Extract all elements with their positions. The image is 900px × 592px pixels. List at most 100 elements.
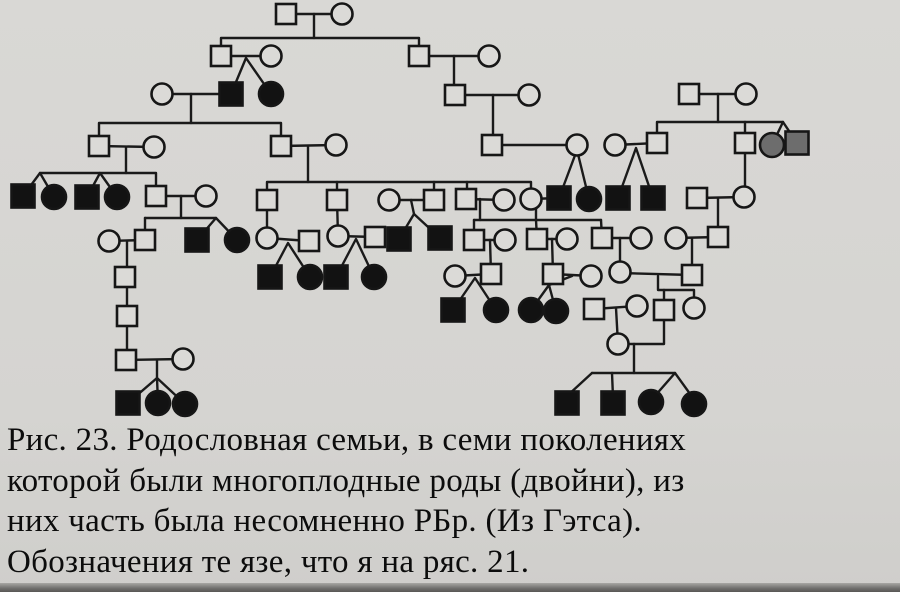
pedigree-member-female-affected [223,226,251,254]
pedigree-member-female [443,264,467,288]
pedigree-member-male-affected [10,183,36,209]
pedigree-relation-line [409,198,416,216]
caption-line-2: которой были многоплодные роды (двойни),… [7,462,685,499]
pedigree-member-female [477,44,501,68]
pedigree-member-male [443,83,467,107]
pedigree-member-male [677,82,701,106]
pedigree-member-male-affected [74,184,100,210]
pedigree-member-male [87,134,111,158]
pedigree-member-male [541,262,565,286]
pedigree-member-male [422,188,446,212]
pedigree-member-male [255,188,279,212]
pedigree-member-male [462,228,486,252]
pedigree-member-female [97,229,121,253]
pedigree-relation-line [652,371,695,400]
pedigree-member-male [115,304,139,328]
pedigree-member-male [114,348,138,372]
caption-line-1: Рис. 23. Родословная семьи, в семи покол… [7,422,687,458]
pedigree-member-female-affected [517,296,545,324]
pedigree-relation-line [97,121,283,148]
pedigree-member-male-affected [554,390,580,416]
pedigree-member-female [555,227,579,251]
pedigree-member-female [259,44,283,68]
pedigree-member-male [525,227,549,251]
pedigree-member-female [664,226,688,250]
pedigree-member-male-affected [440,297,466,323]
pedigree-relation-line [219,36,421,58]
pedigree-member-female [732,185,756,209]
pedigree-member-female-affected [40,183,68,211]
pedigree-member-male [209,44,233,68]
pedigree-member-male-affected [218,81,244,107]
pedigree-member-male-affected [386,226,412,252]
pedigree-member-male [733,131,757,155]
pedigree-member-male [454,187,478,211]
pedigree-member-female [517,83,541,107]
pedigree-member-male-affected [640,185,666,211]
pedigree-member-male [274,2,298,26]
pedigree-member-female [579,264,603,288]
pedigree-member-male [706,225,730,249]
pedigree-member-female [565,133,589,157]
pedigree-member-female-probable [758,131,786,159]
pedigree-member-female [255,226,279,250]
pedigree-member-female-affected [171,390,199,418]
pedigree-member-male [133,228,157,252]
pedigree-member-female [324,133,348,157]
pedigree-member-male-affected [427,225,453,251]
pedigree-member-female [608,260,632,284]
pedigree-member-female [606,332,630,356]
pedigree-member-male [269,134,293,158]
pedigree-member-female-affected [575,185,603,213]
pedigree-member-male-affected [257,264,283,290]
pedigree-member-male [479,262,503,286]
pedigree-member-female-affected [144,389,172,417]
pedigree-svg [10,2,810,418]
pedigree-member-male-affected [115,390,141,416]
pedigree-member-male [144,184,168,208]
pedigree-member-female [682,296,706,320]
caption-line-4: Обозначения те язе, что я на ряс. 21. [7,543,530,580]
pedigree-member-female-affected [542,297,570,325]
pedigree-member-male [113,265,137,289]
pedigree-member-male-affected [323,264,349,290]
pedigree-member-male [297,229,321,253]
figure-caption: Рис. 23. Родословная семьи, в семи покол… [7,420,897,582]
pedigree-member-male [582,297,606,321]
pedigree-member-male [590,226,614,250]
pedigree-member-male-probable [784,130,810,156]
pedigree-member-male [363,225,387,249]
pedigree-member-female [519,187,543,211]
pedigree-member-male [652,298,676,322]
pedigree-member-female [142,135,166,159]
pedigree-member-male-affected [605,185,631,211]
pedigree-member-female [629,226,653,250]
pedigree-member-female [330,2,354,26]
pedigree-member-female [493,228,517,252]
pedigree-member-male [645,131,669,155]
pedigree-member-male-affected [184,227,210,253]
pedigree-relation-line [616,146,655,200]
pedigree-member-female [492,188,516,212]
pedigree-member-male [685,186,709,210]
pedigree-member-female [377,188,401,212]
pedigree-member-female-affected [680,390,708,418]
pedigree-member-male [407,44,431,68]
pedigree-chart [10,2,810,418]
pedigree-member-male-affected [600,390,626,416]
pedigree-member-female-affected [103,183,131,211]
caption-line-3: них часть была несомненно РБр. (Из Гэтса… [7,503,642,539]
pedigree-relation-line [618,271,694,277]
pedigree-member-male [480,133,504,157]
pedigree-member-female-affected [296,263,324,291]
pedigree-member-male-affected [546,185,572,211]
pedigree-member-female [603,133,627,157]
pedigree-member-female [194,184,218,208]
pedigree-member-female [625,294,649,318]
pedigree-member-female-affected [482,296,510,324]
pedigree-member-male [680,263,704,287]
pedigree-member-female [326,224,350,248]
pedigree-member-male [325,188,349,212]
pedigree-member-female-affected [360,263,388,291]
